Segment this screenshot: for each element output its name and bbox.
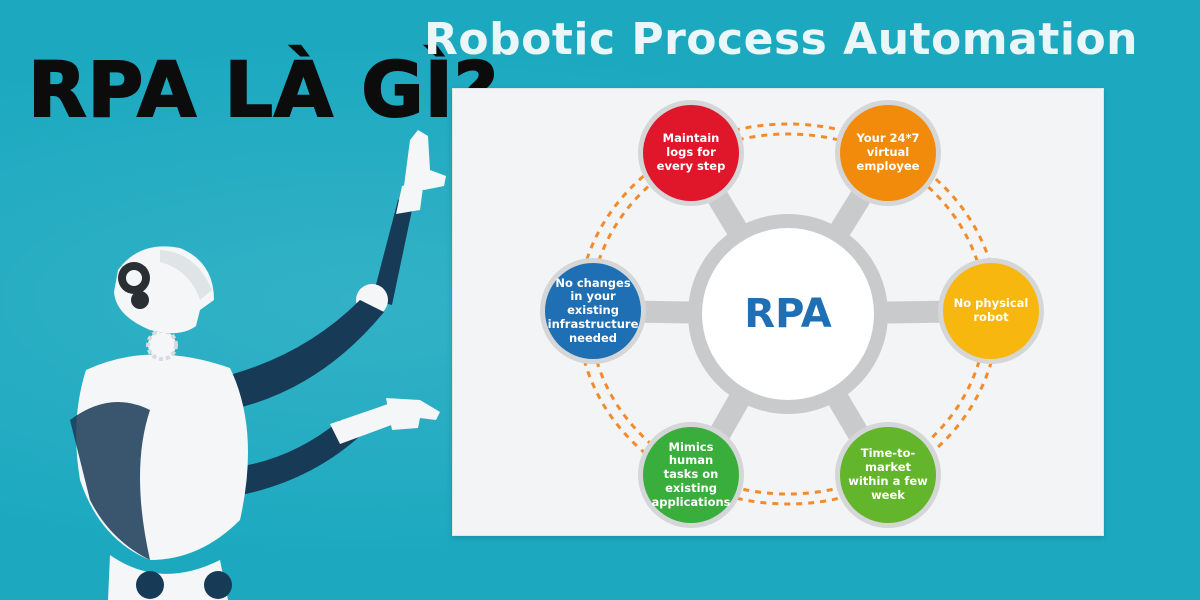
node-mimics-human-tasks: Mimics human tasks on existing applicati… — [643, 427, 739, 523]
node-virtual-employee: Your 24*7 virtual employee — [840, 105, 936, 201]
robot-face — [160, 250, 212, 300]
robot-torso-shade — [70, 402, 150, 560]
rpa-hub: RPA — [702, 228, 874, 400]
headline: RPA LÀ GÌ? — [27, 45, 499, 134]
node-no-physical-robot: No physical robot — [943, 263, 1039, 359]
hub-label: RPA — [744, 291, 832, 337]
robot-head-gear-center — [126, 270, 142, 286]
rpa-diagram-board: RPA Maintain logs for every step Your 24… — [452, 88, 1104, 536]
node-label: Your 24*7 virtual employee — [856, 131, 920, 173]
main-title: Robotic Process Automation — [424, 14, 1138, 65]
node-time-to-market: Time-to-market within a few week — [840, 427, 936, 523]
robot-upper-arm-segment — [210, 300, 384, 410]
robot-ear — [131, 291, 149, 309]
node-label: No physical robot — [953, 296, 1029, 324]
robot-upper-arm — [372, 186, 418, 305]
node-no-changes: No changes in your existing infrastructu… — [545, 263, 641, 359]
robot-joint-left — [136, 571, 164, 599]
node-label: No changes in your existing infrastructu… — [547, 275, 639, 345]
robot-neck-gear — [146, 329, 178, 361]
node-label: Maintain logs for every step — [656, 131, 726, 173]
robot-raised-hand — [404, 130, 446, 190]
robot-joint-right — [204, 571, 232, 599]
robot-lower-forearm — [330, 404, 394, 444]
node-maintain-logs: Maintain logs for every step — [643, 105, 739, 201]
node-label: Time-to-market within a few week — [848, 446, 928, 502]
robot-lower-hand — [386, 398, 440, 430]
robot-illustration — [70, 130, 446, 600]
node-label: Mimics human tasks on existing applicati… — [651, 439, 731, 509]
